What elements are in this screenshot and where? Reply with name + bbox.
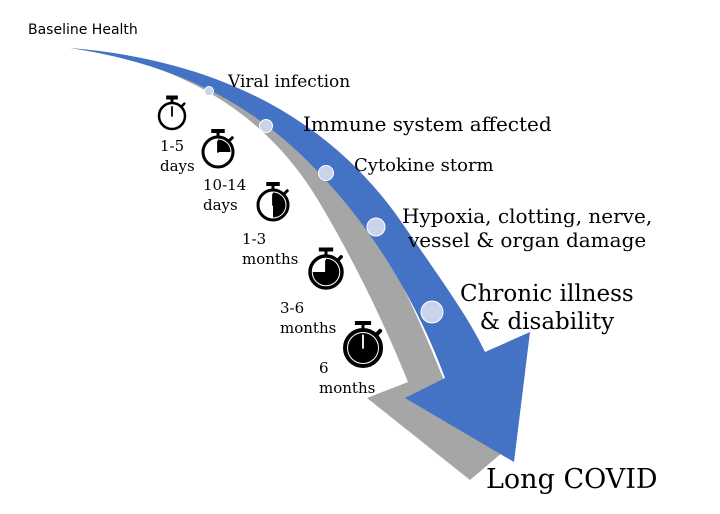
- stopwatch-icon: [201, 129, 235, 169]
- time-label-6-months: 6 months: [319, 358, 375, 398]
- time-label-line: 3-6: [280, 299, 305, 317]
- stopwatch-icon: [256, 182, 290, 222]
- time-label-line: months: [242, 250, 299, 268]
- stopwatch-stem: [216, 132, 220, 138]
- time-label-1-5-days: 1-5 days: [160, 136, 195, 176]
- stopwatch-icon: [343, 321, 383, 368]
- time-label-10-14-days: 10-14 days: [203, 175, 246, 215]
- time-label-line: 10-14: [203, 176, 247, 194]
- stopwatch-stem: [170, 98, 174, 104]
- end-label: Long COVID: [486, 464, 658, 495]
- stage-label-chronic-illness: Chronic illness & disability: [460, 280, 634, 336]
- arrow-body: [70, 48, 530, 462]
- stopwatch-stem: [361, 324, 365, 331]
- stage-label-line: Hypoxia, clotting, nerve,: [402, 204, 653, 228]
- time-label-line: months: [280, 319, 337, 337]
- stopwatch-crown: [166, 95, 178, 100]
- time-label-line: 6: [319, 359, 329, 377]
- time-label-line: days: [160, 157, 195, 175]
- stage-dot: [259, 119, 273, 133]
- stage-label-viral-infection: Viral infection: [228, 72, 351, 92]
- stopwatch-crown: [266, 182, 280, 186]
- time-label-line: days: [203, 196, 238, 214]
- start-label: Baseline Health: [28, 22, 138, 38]
- time-label-1-3-months: 1-3 months: [242, 229, 298, 269]
- time-label-line: months: [319, 379, 376, 397]
- stopwatch-icon: [157, 95, 187, 131]
- stage-dot: [204, 86, 214, 96]
- stopwatch-stem: [324, 250, 328, 257]
- stopwatch-fill: [273, 192, 286, 218]
- stopwatch-fill: [218, 139, 231, 152]
- stage-label-line: Chronic illness: [460, 281, 634, 307]
- stage-label-hypoxia: Hypoxia, clotting, nerve, vessel & organ…: [402, 204, 652, 252]
- stage-dot: [420, 300, 444, 324]
- stage-dot: [318, 165, 334, 181]
- stage-label-cytokine-storm: Cytokine storm: [354, 155, 494, 176]
- stopwatch-crown: [318, 247, 334, 252]
- stopwatch-icon: [308, 247, 344, 290]
- stopwatch-crown: [211, 129, 225, 133]
- stopwatch-stem: [271, 185, 275, 191]
- stage-label-line: vessel & organ damage: [407, 228, 647, 252]
- stage-dot: [366, 217, 386, 237]
- time-label-3-6-months: 3-6 months: [280, 298, 336, 338]
- stage-label-immune-system: Immune system affected: [303, 112, 552, 136]
- time-label-line: 1-3: [242, 230, 267, 248]
- time-label-line: 1-5: [160, 137, 185, 155]
- stage-label-line: & disability: [479, 309, 615, 335]
- stopwatch-crown: [354, 321, 372, 325]
